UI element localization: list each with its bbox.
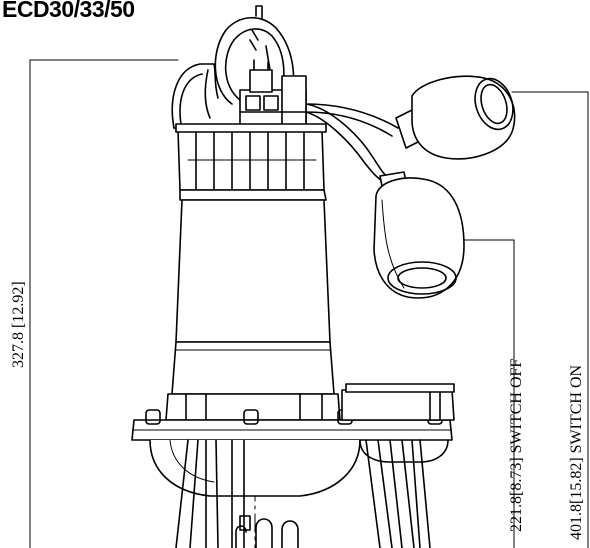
model-title: ECD30/33/50 [2, 0, 135, 22]
overall-height-dimension [29, 59, 179, 548]
switch-off-label: 221.8[8.73] SWITCH OFF [508, 359, 525, 532]
switch-on-label: 401.8[15.82] SWITCH ON [568, 364, 585, 540]
overall-height-label: 327.8 [12.92] [10, 281, 27, 368]
pump-base [131, 393, 453, 548]
float-switch-off [373, 171, 465, 299]
motor-housing [171, 189, 335, 395]
ribbed-collar [175, 123, 327, 191]
switch-off-dimension [461, 239, 515, 548]
switch-on-dimension [511, 91, 589, 548]
discharge-outlet [341, 383, 455, 463]
cable-connector [239, 59, 307, 127]
float-switch-on [395, 75, 516, 160]
